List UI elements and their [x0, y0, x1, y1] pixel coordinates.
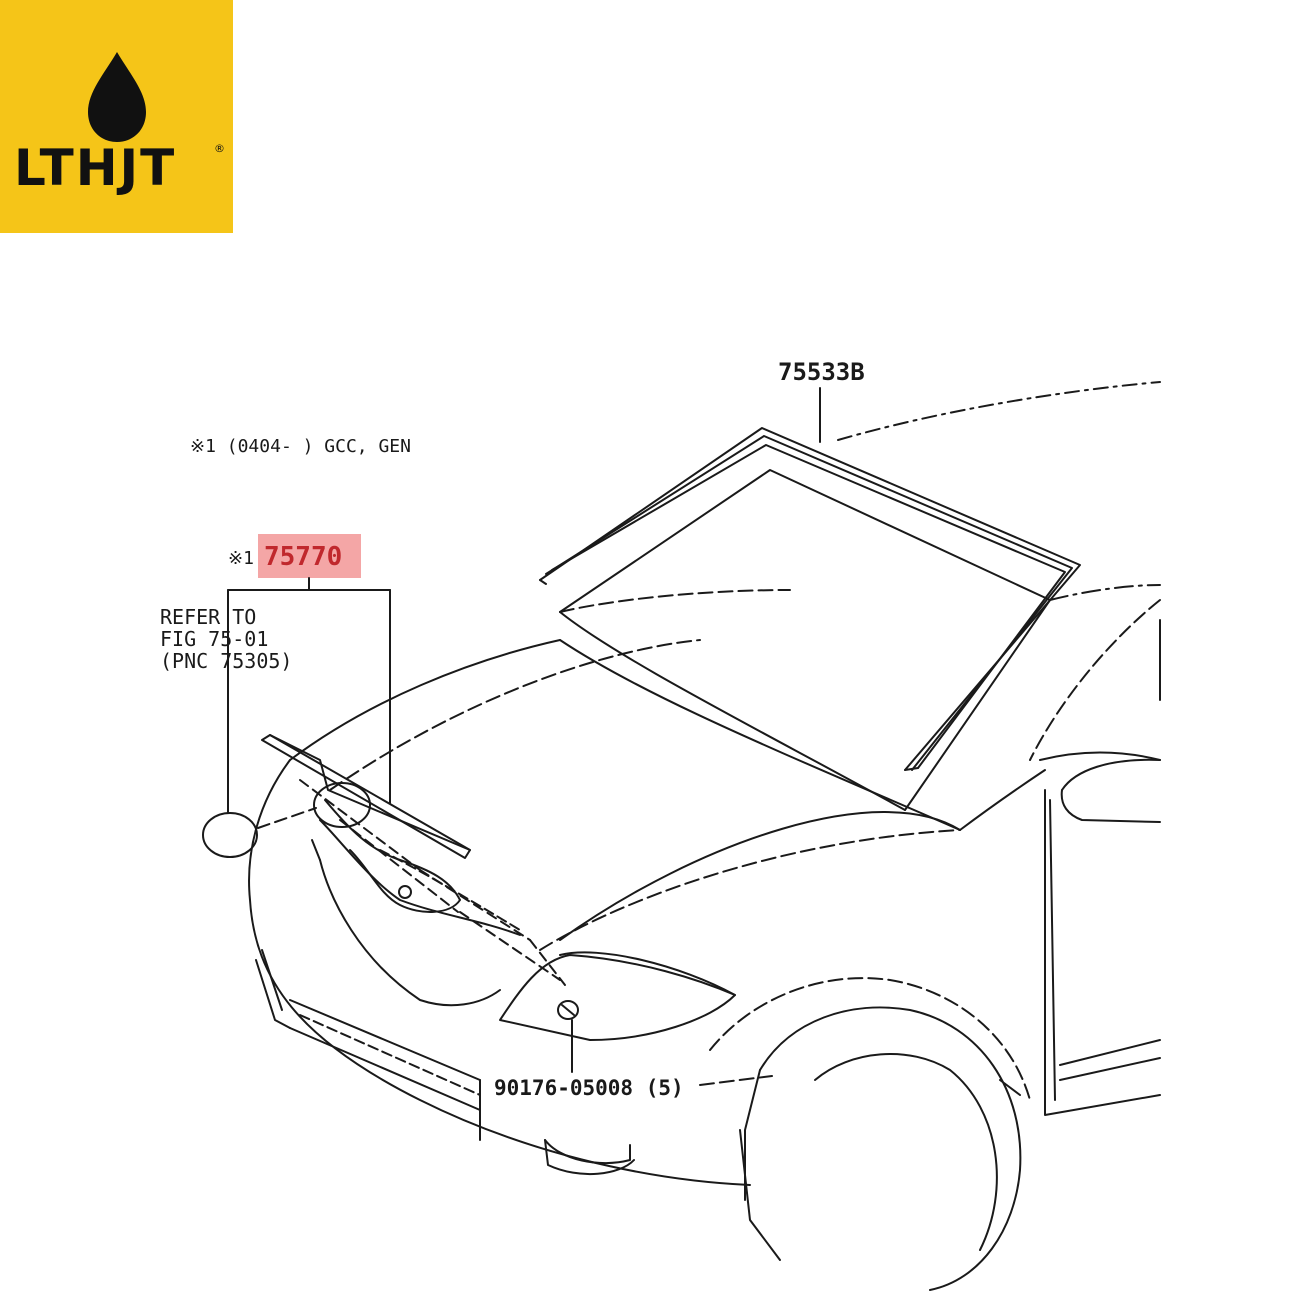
emblem-assembly: [202, 734, 471, 913]
car-hood: [289, 639, 1046, 951]
grille: [319, 819, 521, 936]
applicability-note: ※1 (0404- ) GCC, GEN: [190, 436, 411, 457]
clip-part: [557, 1000, 579, 1020]
registered-mark: ®: [214, 142, 225, 155]
highlighted-part-number: 75770: [264, 542, 343, 572]
car-front-bumper: [248, 759, 751, 1186]
brand-name: LTHJT: [14, 139, 177, 197]
highlighted-part-prefix: ※1: [228, 548, 254, 569]
clip-part-number: 90176-05008 (5): [494, 1076, 684, 1100]
windshield-molding: [539, 427, 1081, 771]
windshield-molding-part-number: 75533B: [778, 358, 865, 386]
refer-to-line3: (PNC 75305): [160, 649, 293, 673]
oil-drop-icon: [88, 52, 146, 142]
clip-label-leader: [699, 1075, 773, 1086]
refer-to-line2: FIG 75-01: [160, 627, 269, 651]
headlamp: [499, 951, 736, 1041]
windshield-glass: [559, 469, 1051, 811]
brand-logo: LTHJT ®: [0, 0, 233, 233]
part-number-bracket: [227, 577, 391, 814]
front-wheel: [709, 977, 1031, 1291]
refer-to-line1: REFER TO: [160, 605, 257, 629]
car-roof-side: [1029, 584, 1161, 1116]
part-highlight: [258, 534, 361, 578]
assembly-guide-lines: [299, 779, 566, 986]
